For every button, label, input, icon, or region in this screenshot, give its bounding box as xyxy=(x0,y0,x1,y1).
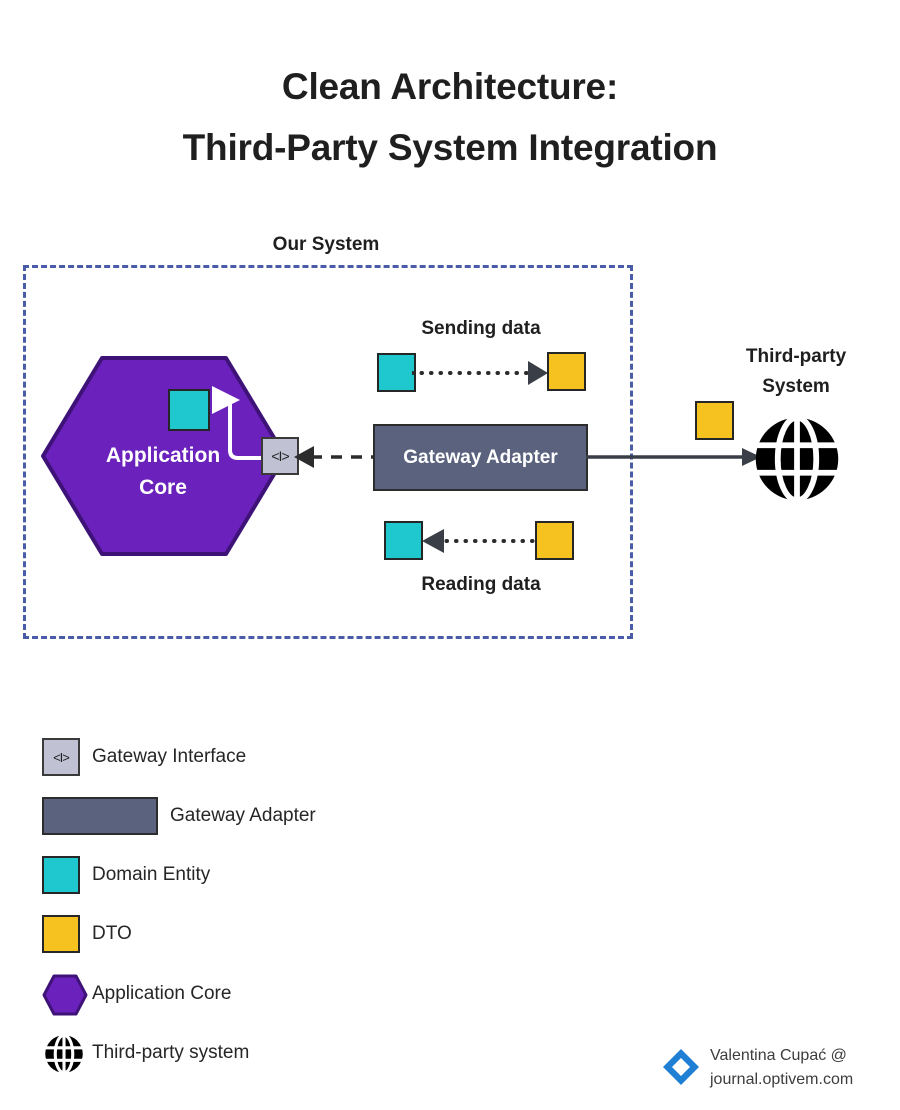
application-core-label-line-2: Core xyxy=(139,476,187,499)
gateway-adapter-node: Gateway Adapter xyxy=(373,424,588,491)
legend-label-domain-entity: Domain Entity xyxy=(92,864,211,885)
legend-label-application-core: Application Core xyxy=(92,983,232,1004)
globe-icon xyxy=(753,414,841,504)
reading-data-label: Reading data xyxy=(421,574,541,595)
legend-label-dto: DTO xyxy=(92,923,132,944)
dto-sending xyxy=(547,352,586,391)
domain-entity-in-core xyxy=(168,389,210,431)
third-party-system-label: Third-party System xyxy=(696,342,896,402)
sending-data-label: Sending data xyxy=(421,318,541,339)
dto-reading xyxy=(535,521,574,560)
domain-entity-icon xyxy=(42,856,80,894)
adapter-to-third-party-arrow xyxy=(586,442,761,472)
legend-item-domain-entity: Domain Entity xyxy=(42,856,602,915)
domain-entity-sending xyxy=(377,353,416,392)
page-title-line-1: Clean Architecture: xyxy=(281,66,619,107)
legend-item-gateway-adapter: Gateway Adapter xyxy=(42,797,602,856)
optivem-logo-icon xyxy=(658,1044,704,1090)
interface-to-entity-connector xyxy=(160,380,290,480)
footer-attribution: Valentina Cupać @ journal.optivem.com xyxy=(658,1038,888,1100)
legend-label-gateway-interface: Gateway Interface xyxy=(92,746,247,767)
dto-third-party xyxy=(695,401,734,440)
footer-site: journal.optivem.com xyxy=(710,1071,854,1088)
gateway-interface-icon: <I> xyxy=(42,738,80,776)
third-party-label-line-2: System xyxy=(762,376,830,397)
page-title-line-2: Third-Party System Integration xyxy=(182,127,718,168)
legend-item-third-party-system: Third-party system xyxy=(42,1033,602,1092)
application-core-label: Application Core xyxy=(62,440,264,504)
gateway-adapter-icon xyxy=(42,797,158,835)
page-title: Clean Architecture: Third-Party System I… xyxy=(0,56,900,178)
legend-label-third-party-system: Third-party system xyxy=(92,1042,250,1063)
adapter-to-interface-arrow xyxy=(292,443,382,471)
footer-author: Valentina Cupać @ xyxy=(710,1047,847,1064)
domain-entity-reading xyxy=(384,521,423,560)
footer-text: Valentina Cupać @ journal.optivem.com xyxy=(710,1044,890,1092)
application-core-icon xyxy=(42,974,88,1016)
third-party-label-line-1: Third-party xyxy=(745,346,847,367)
reading-data-arrow xyxy=(418,524,544,558)
application-core-label-line-1: Application xyxy=(105,444,221,467)
legend: <I> Gateway Interface Gateway Adapter Do… xyxy=(42,738,602,1092)
globe-icon xyxy=(44,1033,84,1075)
dto-icon xyxy=(42,915,80,953)
legend-item-gateway-interface: <I> Gateway Interface xyxy=(42,738,602,797)
legend-label-gateway-adapter: Gateway Adapter xyxy=(170,805,316,826)
legend-item-application-core: Application Core xyxy=(42,974,602,1033)
legend-item-dto: DTO xyxy=(42,915,602,974)
our-system-label: Our System xyxy=(272,234,380,255)
sending-data-arrow xyxy=(410,356,552,390)
gateway-adapter-label: Gateway Adapter xyxy=(403,446,558,468)
our-system-boundary xyxy=(23,265,633,639)
